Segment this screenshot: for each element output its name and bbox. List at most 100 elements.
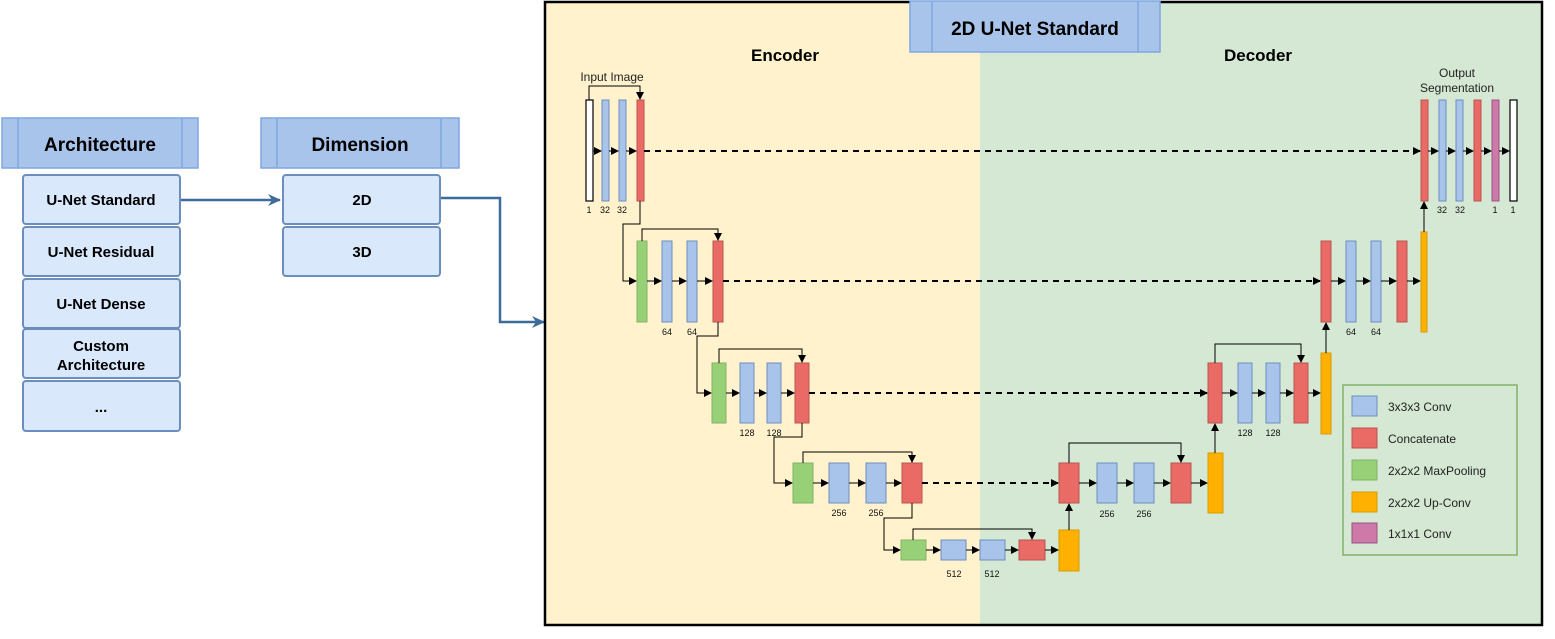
channel-count: 128 — [766, 428, 781, 438]
skip-arrow — [912, 528, 1036, 540]
channel-count: 256 — [1136, 509, 1151, 519]
concat-block — [1420, 99, 1429, 202]
output-segmentation-block — [1509, 99, 1518, 202]
channel-count: 512 — [946, 569, 961, 579]
architecture-header: Architecture — [1, 117, 199, 169]
decoder-level-4: 256 256 — [1058, 442, 1224, 519]
channel-count: 64 — [662, 327, 672, 337]
channel-count: 1 — [1492, 205, 1497, 215]
conv-block — [828, 462, 850, 504]
conv-block — [1096, 462, 1118, 504]
legend-box — [1342, 384, 1518, 556]
channel-count: 1 — [1510, 205, 1515, 215]
legend-label: 2x2x2 MaxPooling — [1388, 464, 1486, 478]
encoder-level-2: 64 64 — [636, 228, 724, 337]
channel-count: 32 — [1437, 205, 1447, 215]
skip-arrow — [641, 228, 722, 241]
down-connector — [773, 423, 803, 487]
concat-block — [1018, 539, 1046, 561]
concat-block — [636, 99, 645, 202]
output-label-line1: Output — [1439, 66, 1476, 80]
conv1x1-block — [1491, 99, 1500, 202]
input-image-label: Input Image — [580, 70, 644, 84]
skip-connections — [644, 147, 1421, 487]
legend-swatch-conv — [1351, 395, 1378, 417]
upconv-block — [1420, 231, 1428, 333]
dim-option-label: 2D — [352, 192, 371, 209]
arch-option-label: U-Net Standard — [46, 192, 155, 209]
channel-count: 32 — [1455, 205, 1465, 215]
architecture-title: Architecture — [44, 135, 156, 156]
conv-block — [1455, 99, 1464, 202]
concat-block — [901, 462, 923, 504]
network-panel — [543, 0, 1544, 627]
legend-label: Concatenate — [1388, 432, 1456, 446]
maxpool-block — [900, 539, 927, 561]
arch-option-unet-standard[interactable]: U-Net Standard — [22, 174, 181, 225]
arch-option-unet-dense[interactable]: U-Net Dense — [22, 278, 181, 329]
connector-dim-to-diagram — [441, 196, 545, 328]
dim-option-label: 3D — [352, 244, 371, 261]
concat-block — [1396, 240, 1408, 323]
encoder-level-4: 256 256 — [792, 451, 923, 518]
arch-option-custom-architecture[interactable]: Custom Architecture — [22, 328, 181, 379]
channel-count: 128 — [1237, 428, 1252, 438]
arch-option-more[interactable]: ... — [22, 380, 181, 432]
skip-arrow — [1068, 442, 1185, 463]
dim-option-3d[interactable]: 3D — [282, 226, 441, 277]
concat-block — [1170, 462, 1192, 504]
conv-block — [865, 462, 887, 504]
dim-option-2d[interactable]: 2D — [282, 174, 441, 225]
dimension-header: Dimension — [260, 117, 460, 169]
conv-block — [1265, 362, 1281, 424]
conv-block — [739, 362, 755, 424]
channel-count: 64 — [1371, 327, 1381, 337]
input-image-block — [585, 99, 594, 202]
upconv-block — [1207, 452, 1224, 514]
concat-block — [1473, 99, 1482, 202]
conv-block — [1133, 462, 1155, 504]
maxpool-block — [792, 462, 814, 504]
conv-block — [618, 99, 627, 202]
legend-swatch-maxpool — [1351, 459, 1378, 481]
channel-count: 64 — [687, 327, 697, 337]
down-connector — [883, 503, 913, 554]
channel-count: 256 — [1099, 509, 1114, 519]
conv-block — [940, 539, 967, 561]
conv-block — [766, 362, 782, 424]
arch-option-unet-residual[interactable]: U-Net Residual — [22, 226, 181, 277]
channel-count: 32 — [600, 205, 610, 215]
diagram-title: 2D U-Net Standard — [951, 19, 1119, 40]
skip-arrow — [802, 451, 916, 463]
concat-block — [712, 240, 724, 323]
encoder-level-3: 128 128 — [711, 348, 810, 438]
maxpool-block — [636, 240, 648, 323]
down-connector — [622, 201, 641, 285]
channel-count: 128 — [739, 428, 754, 438]
decoder-background — [980, 2, 1542, 625]
channel-count: 32 — [617, 205, 627, 215]
legend-swatch-concat — [1351, 427, 1378, 449]
upconv-block — [1058, 529, 1080, 572]
skip-arrow — [588, 85, 644, 100]
decoder-label: Decoder — [1224, 46, 1292, 65]
output-label-line2: Segmentation — [1420, 81, 1494, 95]
conv-block — [661, 240, 673, 323]
legend-label: 2x2x2 Up-Conv — [1388, 496, 1471, 510]
skip-arrow — [718, 348, 806, 363]
conv-block — [1438, 99, 1447, 202]
encoder-level-1: 1 32 32 — [585, 85, 645, 215]
upconv-block — [1320, 352, 1332, 435]
dimension-title: Dimension — [311, 135, 408, 156]
conv-block — [601, 99, 610, 202]
arch-option-label-line2: Architecture — [57, 357, 145, 374]
arch-option-label: ... — [95, 399, 108, 416]
bottleneck-level: 512 512 — [900, 528, 1080, 579]
skip-arrow — [1214, 343, 1305, 363]
decoder-level-1: 32 32 1 1 — [1420, 99, 1518, 215]
arch-option-label: U-Net Residual — [48, 244, 155, 261]
channel-count: 64 — [1346, 327, 1356, 337]
decoder-level-2: 64 64 — [1320, 231, 1428, 337]
concat-block — [794, 362, 810, 424]
